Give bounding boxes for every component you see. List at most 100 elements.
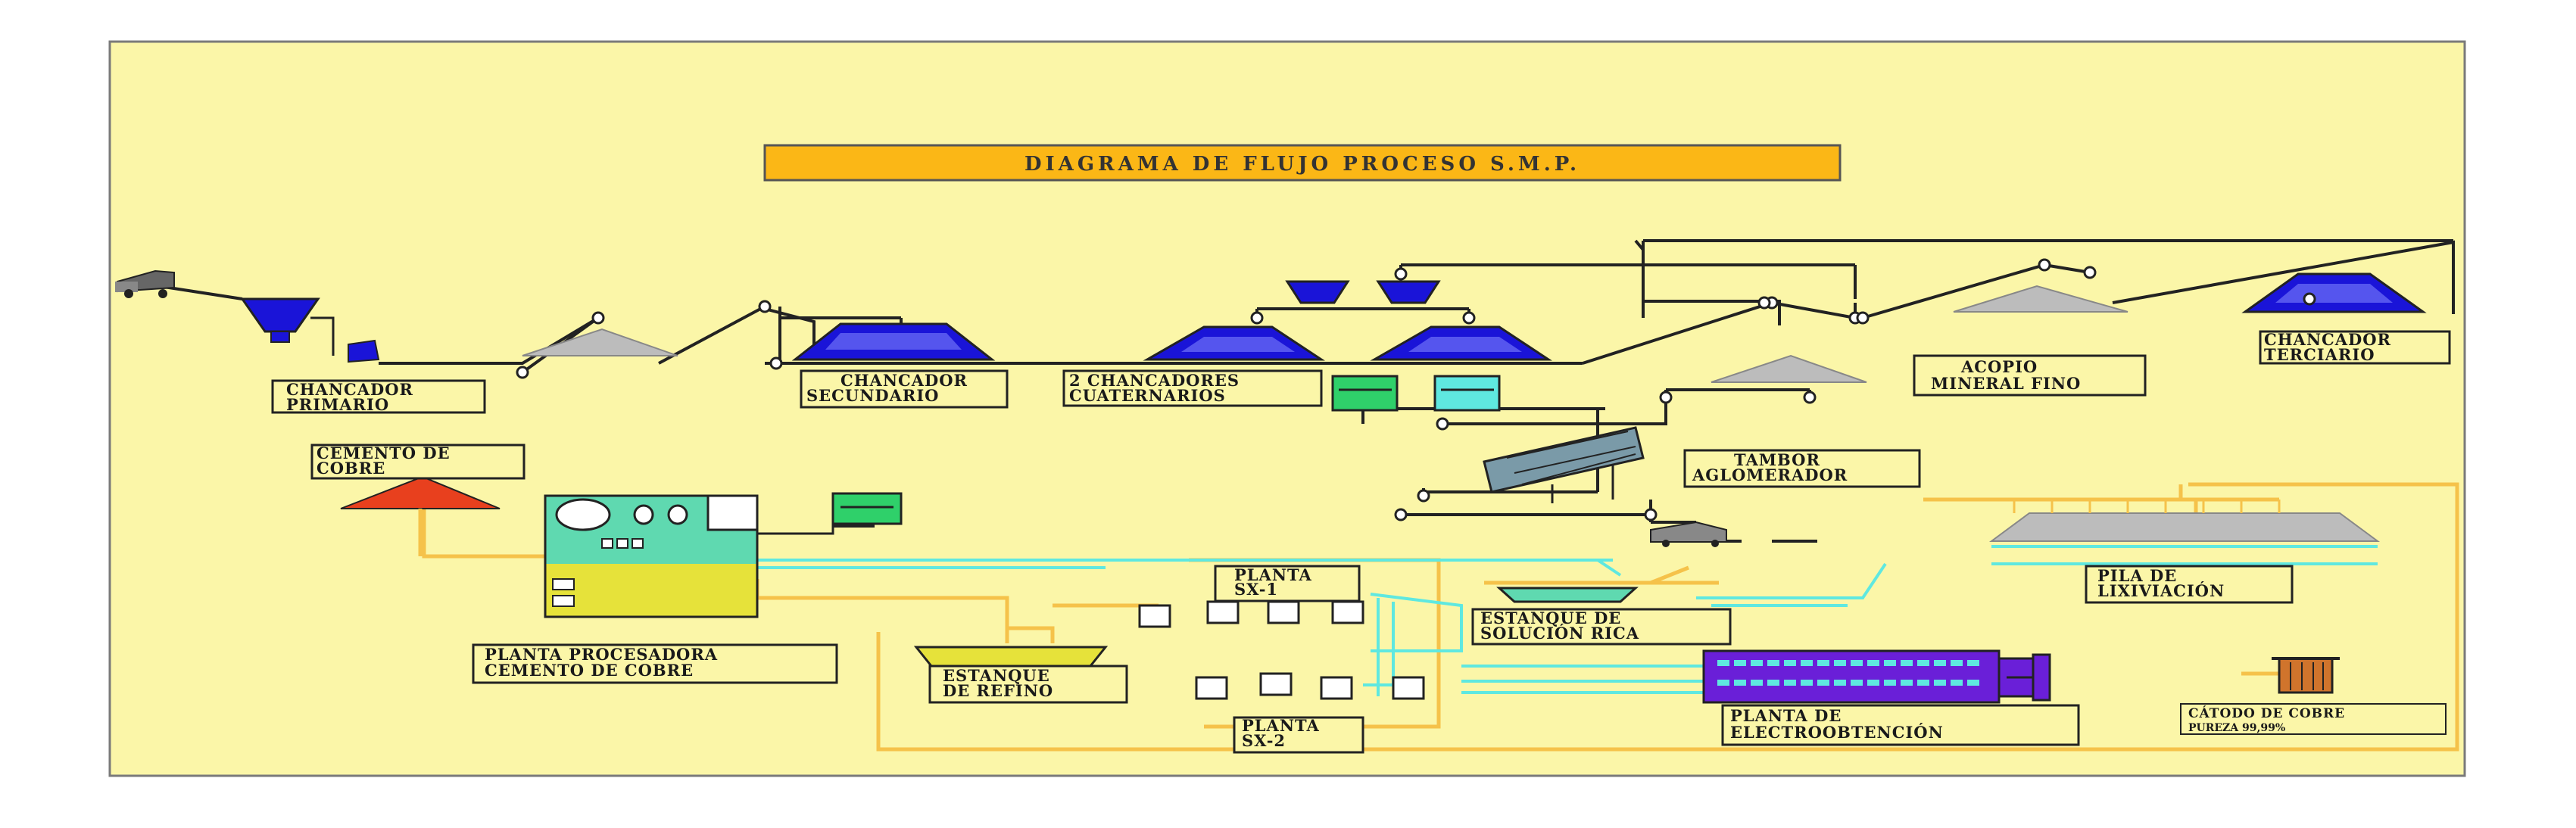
svg-text:CHANCADOR: CHANCADOR [840,371,968,390]
label-chancador-secundario: CHANCADOR SECUNDARIO [800,369,1009,409]
svg-text:PRIMARIO: PRIMARIO [286,395,389,414]
svg-text:PUREZA 99,99%: PUREZA 99,99% [2188,722,2285,734]
svg-text:ELECTROOBTENCIÓN: ELECTROOBTENCIÓN [1730,723,1944,742]
primary-crusher-hopper-icon [240,297,380,363]
ew-cell [1784,680,1796,686]
copper-cathode-icon [2272,657,2340,694]
label-chancador-primario: CHANCADOR PRIMARIO [271,379,486,414]
label-tambor-aglomerador: TAMBOR AGLOMERADOR [1683,449,1921,488]
ew-cell [1784,660,1796,666]
loader-truck-icon [1650,521,1727,547]
ew-cell [1717,680,1729,686]
svg-text:PLANTA: PLANTA [1234,565,1312,584]
pulley-icon [1462,311,1476,325]
pulley-icon [1659,391,1673,404]
ew-cell [1851,680,1863,686]
svg-text:SX-1: SX-1 [1234,580,1278,599]
svg-text:TAMBOR: TAMBOR [1734,450,1820,469]
secondary-screen-icon [791,322,996,361]
svg-text:ESTANQUE: ESTANQUE [943,666,1050,685]
fine-stockpile-icon [1711,354,1867,383]
conveyor-pulleys [516,258,2316,521]
ew-cell [1717,660,1729,666]
pulley-icon [2038,258,2051,272]
pulley-icon [758,300,772,313]
ew-cell [1884,660,1896,666]
cement-plant-icon [544,492,903,618]
pulley-icon [1250,311,1264,325]
quaternary-crusher-icon [1143,280,1552,361]
ew-cell [1767,660,1779,666]
label-estanque-solucion-rica: ESTANQUE DE SOLUCIÓN RICA [1471,608,1732,646]
pulley-icon [1394,267,1408,281]
svg-text:TERCIARIO: TERCIARIO [2264,345,2375,364]
label-chancador-terciario: CHANCADOR TERCIARIO [2259,330,2451,365]
pulley-icon [516,366,529,379]
sx2-cells-icon [1195,672,1425,700]
svg-text:PILA DE: PILA DE [2097,566,2177,585]
ew-cell [1934,680,1946,686]
ew-cell [1851,660,1863,666]
label-estanque-refino: ESTANQUE DE REFINO [928,665,1128,704]
electrowinning-plant-icon [1702,649,2051,704]
svg-text:CEMENTO DE: CEMENTO DE [317,444,451,462]
ew-cell [1951,660,1963,666]
label-planta-sx2: PLANTA SX-2 [1233,716,1364,754]
label-chancadores-cuaternarios: 2 CHANCADORES CUATERNARIOS [1062,369,1323,407]
ew-cell [1801,680,1813,686]
svg-text:SX-2: SX-2 [1242,731,1286,750]
svg-text:SECUNDARIO: SECUNDARIO [806,386,939,405]
svg-text:LIXIVIACIÓN: LIXIVIACIÓN [2097,581,2225,600]
svg-text:CEMENTO DE COBRE: CEMENTO DE COBRE [485,661,694,680]
label-planta-procesadora: PLANTA PROCESADORA CEMENTO DE COBRE [472,643,838,684]
agglomeration-drum-icon [1483,426,1645,503]
svg-text:PLANTA: PLANTA [1242,716,1320,735]
pulley-icon [1644,508,1658,521]
ew-cell [1734,660,1746,666]
vibrating-screens [1331,375,1501,412]
ew-cell [1967,680,1979,686]
svg-text:ACOPIO: ACOPIO [1960,357,2038,376]
ew-cell [1967,660,1979,666]
pulley-icon [1856,311,1870,325]
svg-text:AGLOMERADOR: AGLOMERADOR [1692,465,1848,484]
pulley-icon [2083,266,2097,279]
ew-cell [1917,680,1929,686]
svg-text:PLANTA DE: PLANTA DE [1730,706,1842,725]
label-planta-electroobtencion: PLANTA DE ELECTROOBTENCIÓN [1721,704,2080,746]
svg-text:ESTANQUE DE: ESTANQUE DE [1480,609,1621,627]
svg-text:DE REFINO: DE REFINO [943,681,1053,700]
label-pila-lixiviacion: PILA DE LIXIVIACIÓN [2085,565,2294,604]
ew-cell [1867,660,1879,666]
ew-cell [1917,660,1929,666]
svg-text:COBRE: COBRE [317,459,385,478]
ew-cell [1951,680,1963,686]
svg-text:CÁTODO DE COBRE: CÁTODO DE COBRE [2188,705,2345,721]
ew-cell [1801,660,1813,666]
ew-cell [1817,660,1829,666]
ew-cell [1834,660,1846,666]
ew-cell [1734,680,1746,686]
leach-pile-icon [1988,500,2381,548]
pulley-icon [1757,296,1771,310]
svg-text:CHANCADOR: CHANCADOR [286,380,413,399]
pulley-icon [591,311,605,325]
pulley-icon [2303,292,2316,306]
pulley-icon [769,356,783,370]
cyan-flow-lines [757,559,2378,696]
acopio-pile-icon [1953,285,2128,313]
label-planta-sx1: PLANTA SX-1 [1214,565,1361,602]
pulley-icon [1436,417,1449,431]
ew-cell [1901,660,1913,666]
diagram-title: DIAGRAMA DE FLUJO PROCESO S.M.P. [1024,153,1580,176]
label-acopio-mineral-fino: ACOPIO MINERAL FINO [1913,354,2147,397]
refining-tank-icon [913,646,1109,668]
svg-text:SOLUCIÓN RICA: SOLUCIÓN RICA [1480,624,1639,643]
ew-cell [1867,680,1879,686]
label-cemento-de-cobre: CEMENTO DE COBRE [310,444,525,480]
label-catodo-cobre: CÁTODO DE COBRE PUREZA 99,99% [2180,703,2447,735]
ew-cell [1751,680,1763,686]
svg-text:CHANCADOR: CHANCADOR [2264,330,2391,349]
pulley-icon [1417,489,1430,503]
ew-cell [1934,660,1946,666]
